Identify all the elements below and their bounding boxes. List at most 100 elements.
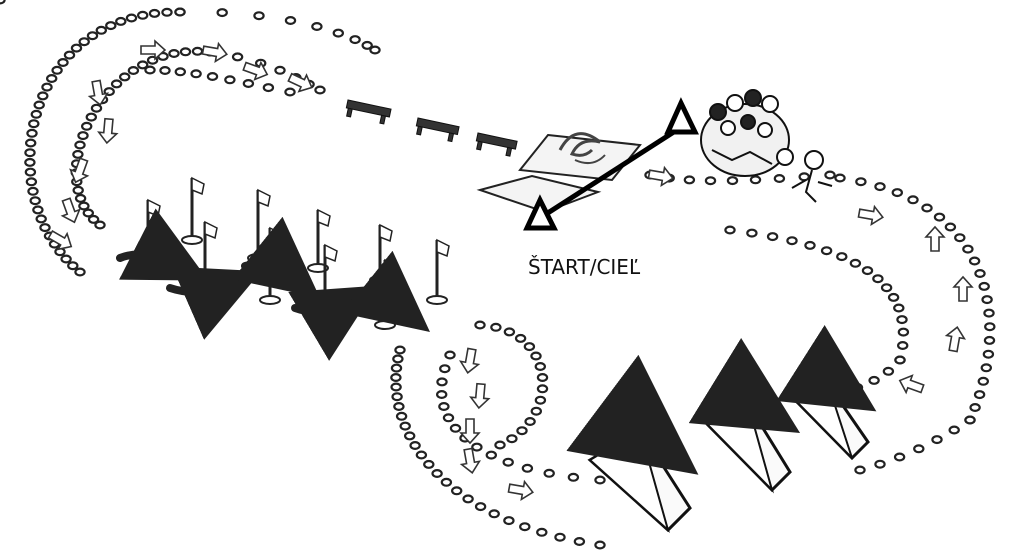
cone-marker bbox=[724, 225, 736, 235]
cone-marker bbox=[471, 442, 483, 452]
cone-marker bbox=[125, 13, 138, 23]
direction-arrow-icon bbox=[69, 157, 90, 184]
cone-marker bbox=[523, 342, 536, 352]
cone-marker bbox=[977, 376, 990, 386]
cone-marker bbox=[474, 502, 487, 512]
cone-marker bbox=[444, 350, 456, 360]
cone-marker bbox=[127, 65, 140, 75]
cone-marker bbox=[25, 177, 38, 187]
cone-marker bbox=[311, 22, 323, 32]
cone-marker bbox=[168, 48, 180, 58]
cone-marker bbox=[494, 440, 506, 450]
cone-marker bbox=[136, 60, 149, 70]
cone-marker bbox=[874, 182, 886, 192]
cone-marker bbox=[423, 459, 435, 469]
slalom-flag-pole bbox=[426, 238, 450, 305]
hurdle-1 bbox=[345, 99, 392, 125]
cone-marker bbox=[77, 131, 89, 141]
cone-marker bbox=[32, 205, 44, 215]
cone-marker bbox=[893, 303, 905, 313]
slalom-flag-pole bbox=[369, 223, 393, 285]
cone-marker bbox=[503, 516, 515, 526]
cone-marker bbox=[27, 186, 39, 196]
cone-marker bbox=[887, 292, 900, 302]
cone-marker bbox=[224, 75, 236, 85]
cone-marker bbox=[536, 373, 549, 383]
triangle-obstacle-3 bbox=[776, 325, 877, 461]
cone-marker bbox=[944, 222, 957, 232]
cone-marker bbox=[874, 459, 886, 469]
cone-marker bbox=[63, 50, 76, 60]
cone-marker bbox=[594, 540, 606, 550]
cone-marker bbox=[983, 308, 995, 318]
cone-marker bbox=[962, 244, 974, 254]
triangle-obstacle-2 bbox=[688, 337, 801, 494]
cone-marker bbox=[786, 236, 798, 246]
cone-marker bbox=[897, 327, 910, 337]
cone-marker bbox=[836, 252, 848, 262]
cone-marker bbox=[206, 71, 219, 81]
cone-marker bbox=[948, 425, 960, 435]
cone-marker bbox=[105, 21, 117, 31]
cone-marker bbox=[393, 402, 405, 412]
cone-marker bbox=[284, 16, 297, 26]
cone-marker bbox=[449, 423, 462, 433]
cone-marker bbox=[954, 233, 966, 243]
cone-marker bbox=[174, 67, 186, 77]
cone-marker bbox=[0, 0, 6, 5]
cone-marker bbox=[253, 11, 265, 21]
cone-marker bbox=[390, 382, 402, 392]
cone-marker bbox=[773, 174, 786, 184]
direction-arrow-icon bbox=[60, 197, 81, 224]
low-hurdles bbox=[345, 99, 518, 157]
cone-marker bbox=[931, 435, 943, 445]
cone-marker bbox=[683, 175, 696, 185]
cone-marker bbox=[485, 450, 497, 460]
cone-marker bbox=[118, 72, 131, 82]
cone-marker bbox=[506, 434, 518, 444]
cone-marker bbox=[984, 322, 996, 332]
cone-marker bbox=[567, 472, 580, 482]
slalom-flag-pole bbox=[247, 188, 271, 263]
team-group bbox=[700, 89, 833, 203]
cone-marker bbox=[436, 377, 448, 387]
cone-marker bbox=[514, 333, 527, 343]
cone-marker bbox=[519, 522, 531, 532]
direction-arrow-icon bbox=[458, 347, 481, 374]
cone-marker bbox=[67, 261, 79, 271]
cone-marker bbox=[115, 16, 127, 26]
cone-marker bbox=[880, 283, 893, 293]
cone-marker bbox=[861, 266, 874, 276]
cone-marker bbox=[594, 475, 606, 485]
cone-marker bbox=[882, 366, 895, 376]
cone-marker bbox=[516, 426, 528, 436]
cone-marker bbox=[314, 85, 326, 95]
cone-marker bbox=[409, 441, 421, 451]
slalom-flag-pole bbox=[307, 208, 331, 273]
cone-marker bbox=[33, 100, 45, 110]
cone-marker bbox=[78, 37, 90, 47]
direction-arrow-icon bbox=[952, 275, 974, 302]
cone-marker bbox=[536, 527, 548, 537]
cone-marker bbox=[490, 322, 502, 332]
cone-marker bbox=[554, 532, 566, 542]
cone-marker bbox=[431, 469, 443, 479]
cone-marker bbox=[983, 335, 996, 345]
cone-marker bbox=[894, 355, 906, 365]
cone-marker bbox=[896, 315, 908, 325]
cone-marker bbox=[415, 450, 428, 460]
cone-marker bbox=[521, 463, 534, 473]
cone-marker bbox=[262, 83, 275, 93]
cone-marker bbox=[24, 157, 36, 167]
cone-marker bbox=[30, 109, 42, 119]
cone-marker bbox=[534, 362, 547, 372]
cone-marker bbox=[749, 175, 762, 185]
cone-marker bbox=[144, 65, 156, 75]
cone-marker bbox=[982, 349, 995, 359]
cone-marker bbox=[798, 172, 810, 182]
direction-arrow-icon bbox=[87, 79, 110, 106]
direction-arrow-icon bbox=[287, 72, 313, 93]
direction-arrow-icon bbox=[898, 374, 925, 395]
cone-marker bbox=[536, 384, 549, 394]
